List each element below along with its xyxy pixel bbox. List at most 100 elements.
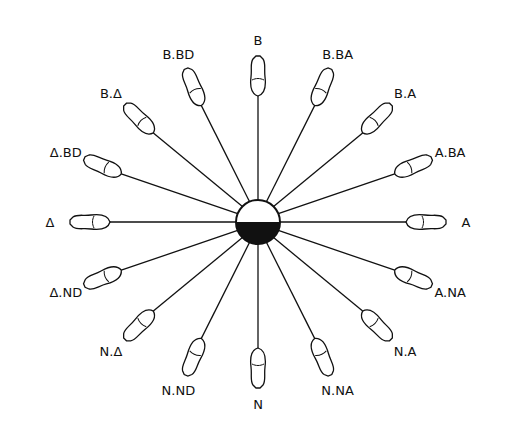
spoke-line (257, 96, 258, 200)
fish-outline (392, 263, 435, 292)
fish-mark (252, 364, 264, 366)
fish-figure (70, 215, 110, 230)
fish-mark (137, 116, 147, 126)
fish-outline (392, 152, 435, 181)
spoke-label: B.BD (162, 46, 194, 61)
spoke-label: Δ.BD (50, 145, 82, 160)
spoke-line (201, 106, 249, 202)
spokes (110, 96, 406, 348)
fish-mark (93, 216, 95, 228)
spoke-label: N.ND (162, 383, 196, 398)
fish-figure (308, 336, 337, 379)
spoke-label: B.Δ (100, 86, 122, 101)
spoke-label-node: B.A (392, 85, 418, 102)
fish-mark (370, 116, 380, 126)
fish-mark (370, 318, 380, 328)
fish-figure (82, 263, 125, 292)
spoke-label: B.BA (322, 46, 353, 61)
spoke-line (153, 133, 242, 207)
fish-mark (189, 351, 201, 357)
fish-outline (70, 215, 110, 230)
fish-outline (357, 306, 396, 345)
fish-figure (392, 152, 435, 181)
hub-dark-half (236, 222, 280, 244)
fish-mark (103, 162, 109, 174)
spoke-label-node: A.NA (432, 283, 467, 300)
spoke-label: B (254, 33, 263, 48)
spoke-line (110, 221, 236, 222)
spoke-line (121, 174, 237, 214)
spoke-label-node: B.BA (320, 45, 355, 62)
fish-outline (179, 66, 208, 109)
spoke-label-node: B.Δ (98, 85, 124, 102)
spoke-line (257, 244, 258, 348)
fish-mark (422, 216, 424, 228)
spoke-line (266, 242, 314, 338)
spoke-label-node: N.A (392, 342, 419, 359)
spoke-line (274, 133, 363, 207)
spoke-label: Δ.ND (49, 284, 82, 299)
fish-mark (407, 162, 413, 174)
fish-mark (315, 351, 327, 357)
fish-figure (392, 263, 435, 292)
spoke-label-node: N.NA (319, 382, 355, 399)
fish-outline (120, 99, 159, 138)
fish-outline (120, 306, 159, 345)
fish-figure (251, 348, 266, 388)
spoke-label: A.NA (434, 284, 465, 299)
spoke-label-node: N (251, 396, 265, 413)
hub (236, 200, 280, 244)
spoke-label: Δ (46, 215, 55, 230)
fish-figure (357, 99, 396, 138)
spoke-label-node: A (460, 214, 473, 231)
fish-mark (252, 79, 264, 81)
fish-figure (357, 306, 396, 345)
fish-figure (308, 66, 337, 109)
fish-mark (103, 271, 109, 283)
spoke-label: A (462, 215, 471, 230)
spoke-line (278, 230, 394, 270)
spoke-label: N.NA (321, 383, 353, 398)
fish-figure (179, 336, 208, 379)
spoke-label-node: A.BA (433, 144, 468, 161)
spoke-label-node: Δ.ND (47, 283, 84, 300)
fish-outline (179, 336, 208, 379)
fish-figure (406, 215, 446, 230)
spoke-label-node: Δ (44, 214, 57, 231)
fish-outline (82, 152, 125, 181)
spoke-label-node: B (252, 32, 265, 49)
fish-outline (406, 215, 446, 230)
spoke-line (278, 174, 394, 214)
spoke-label: N.A (394, 343, 417, 358)
spoke-label-node: N.ND (160, 382, 198, 399)
spoke-line (266, 106, 314, 202)
fish-outline (308, 336, 337, 379)
fish-figure (120, 99, 159, 138)
fish-outline (308, 66, 337, 109)
spoke-label: B.A (394, 86, 416, 101)
spoke-line (201, 242, 249, 338)
spoke-label: N.Δ (100, 343, 123, 358)
spoke-label: A.BA (435, 145, 466, 160)
spoke-line (121, 230, 237, 270)
spoke-label-node: Δ.BD (48, 144, 84, 161)
spoke-label-node: B.BD (160, 45, 196, 62)
fish-figure (251, 56, 266, 96)
spoke-line (280, 221, 406, 222)
spoke-label: N (253, 397, 263, 412)
fish-mark (137, 318, 147, 328)
fish-mark (315, 87, 327, 93)
fish-outline (357, 99, 396, 138)
spoke-line (274, 238, 363, 312)
fish-figure (120, 306, 159, 345)
fish-outline (251, 348, 266, 388)
fish-figure (179, 66, 208, 109)
fish-outline (251, 56, 266, 96)
fish-mark (407, 271, 413, 283)
fish-figure (82, 152, 125, 181)
spoke-label-node: N.Δ (98, 342, 125, 359)
fish-group (70, 56, 446, 388)
fish-outline (82, 263, 125, 292)
